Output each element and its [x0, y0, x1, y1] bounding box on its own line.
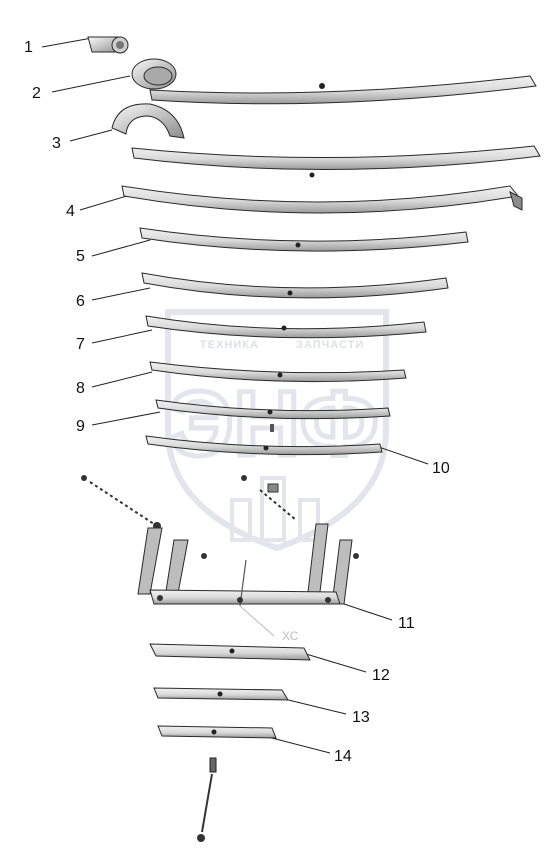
part-7-leaf [145, 315, 427, 339]
part-6-leaf [141, 272, 449, 299]
watermark: ТЕХНИКА ЗАПЧАСТИ ЭНФ [165, 309, 389, 552]
callout-label: 4 [66, 203, 75, 220]
callouts: 1 2 3 4 5 6 7 8 9 10 11 12 13 14 [24, 39, 450, 765]
part-5-leaf [139, 227, 469, 252]
part-13-plate [153, 687, 289, 701]
part-14-plate [157, 725, 277, 739]
callout-label: 11 [398, 615, 415, 632]
callout-label: 3 [52, 135, 61, 152]
part-1-bushing [87, 36, 129, 54]
part-12-plate [149, 643, 311, 661]
part-8-leaf [149, 361, 407, 383]
callout-label: 2 [32, 85, 41, 102]
callout-label: 9 [76, 418, 85, 435]
part-mark: ХС [239, 605, 299, 643]
part-3-wrap-leaf [111, 103, 541, 178]
lower-bolt [197, 757, 217, 842]
center-bolt-middle [201, 475, 359, 559]
callout-label: 5 [76, 248, 85, 265]
leader-lines [41, 37, 429, 754]
watermark-text-left: ТЕХНИКА [200, 339, 259, 351]
callout-label: 14 [334, 748, 352, 765]
part-4-leaf [121, 185, 523, 214]
callout-label: 13 [352, 709, 370, 726]
callout-label: 10 [432, 460, 450, 477]
part-2-main-leaf [131, 58, 537, 105]
part-9-leaf [155, 399, 391, 432]
center-bolt-upper [81, 475, 161, 530]
part-mark-text: ХС [282, 629, 299, 643]
watermark-text-right: ЗАПЧАСТИ [296, 339, 364, 351]
part-11-clamp [137, 523, 353, 607]
callout-label: 6 [76, 293, 85, 310]
watermark-shield [165, 309, 389, 552]
part-10-leaf [145, 435, 383, 456]
callout-label: 7 [76, 336, 85, 353]
callout-label: 12 [372, 667, 390, 684]
callout-label: 8 [76, 380, 85, 397]
callout-label: 1 [24, 39, 33, 56]
